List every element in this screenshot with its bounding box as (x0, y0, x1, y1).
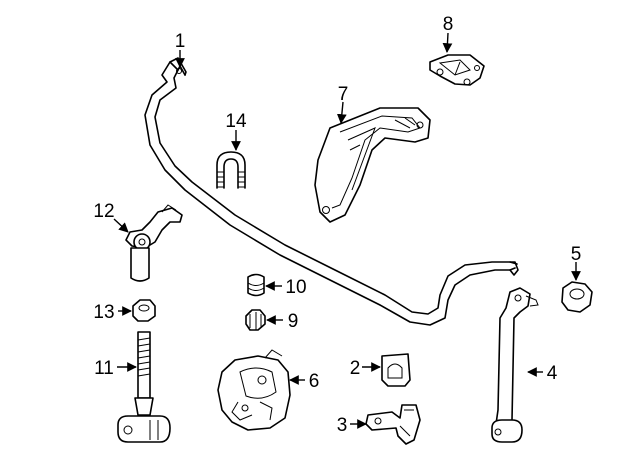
hex-nut-small-part[interactable] (132, 299, 156, 322)
callout-3: 3 (337, 415, 348, 436)
long-link-part[interactable] (491, 287, 539, 443)
callout-1: 1 (175, 31, 186, 52)
callout-labels: 1 2 3 4 5 6 7 8 9 10 11 12 13 14 (93, 14, 581, 436)
callout-10: 10 (285, 277, 306, 298)
u-bolt-part[interactable] (216, 151, 246, 189)
bushing-small-part[interactable] (247, 273, 265, 297)
callout-7: 7 (338, 84, 349, 105)
stabilizer-bar-part[interactable] (144, 57, 519, 326)
callout-6: 6 (309, 371, 320, 392)
end-link-part[interactable] (125, 204, 183, 282)
bar-bushing-part[interactable] (381, 353, 411, 387)
leader-8 (442, 32, 453, 53)
leader-7 (336, 101, 347, 124)
mounting-bracket-part[interactable] (314, 107, 431, 223)
callout-2: 2 (350, 358, 361, 379)
hex-nut-large-part[interactable] (561, 281, 593, 313)
leader-lines (113, 32, 581, 429)
callout-5: 5 (571, 244, 582, 265)
callout-12: 12 (93, 201, 114, 222)
callout-13: 13 (93, 302, 114, 323)
callout-4: 4 (547, 363, 558, 384)
bushing-bracket-part[interactable] (365, 404, 421, 445)
axle-mount-part[interactable] (217, 349, 291, 431)
callout-8: 8 (443, 14, 454, 35)
grommet-part[interactable] (245, 309, 266, 331)
callout-14: 14 (225, 111, 247, 132)
callout-11: 11 (94, 358, 114, 379)
upper-bracket-part[interactable] (429, 54, 485, 86)
link-bolt-part[interactable] (117, 331, 171, 443)
callout-9: 9 (288, 311, 299, 332)
leader-12 (113, 218, 129, 233)
